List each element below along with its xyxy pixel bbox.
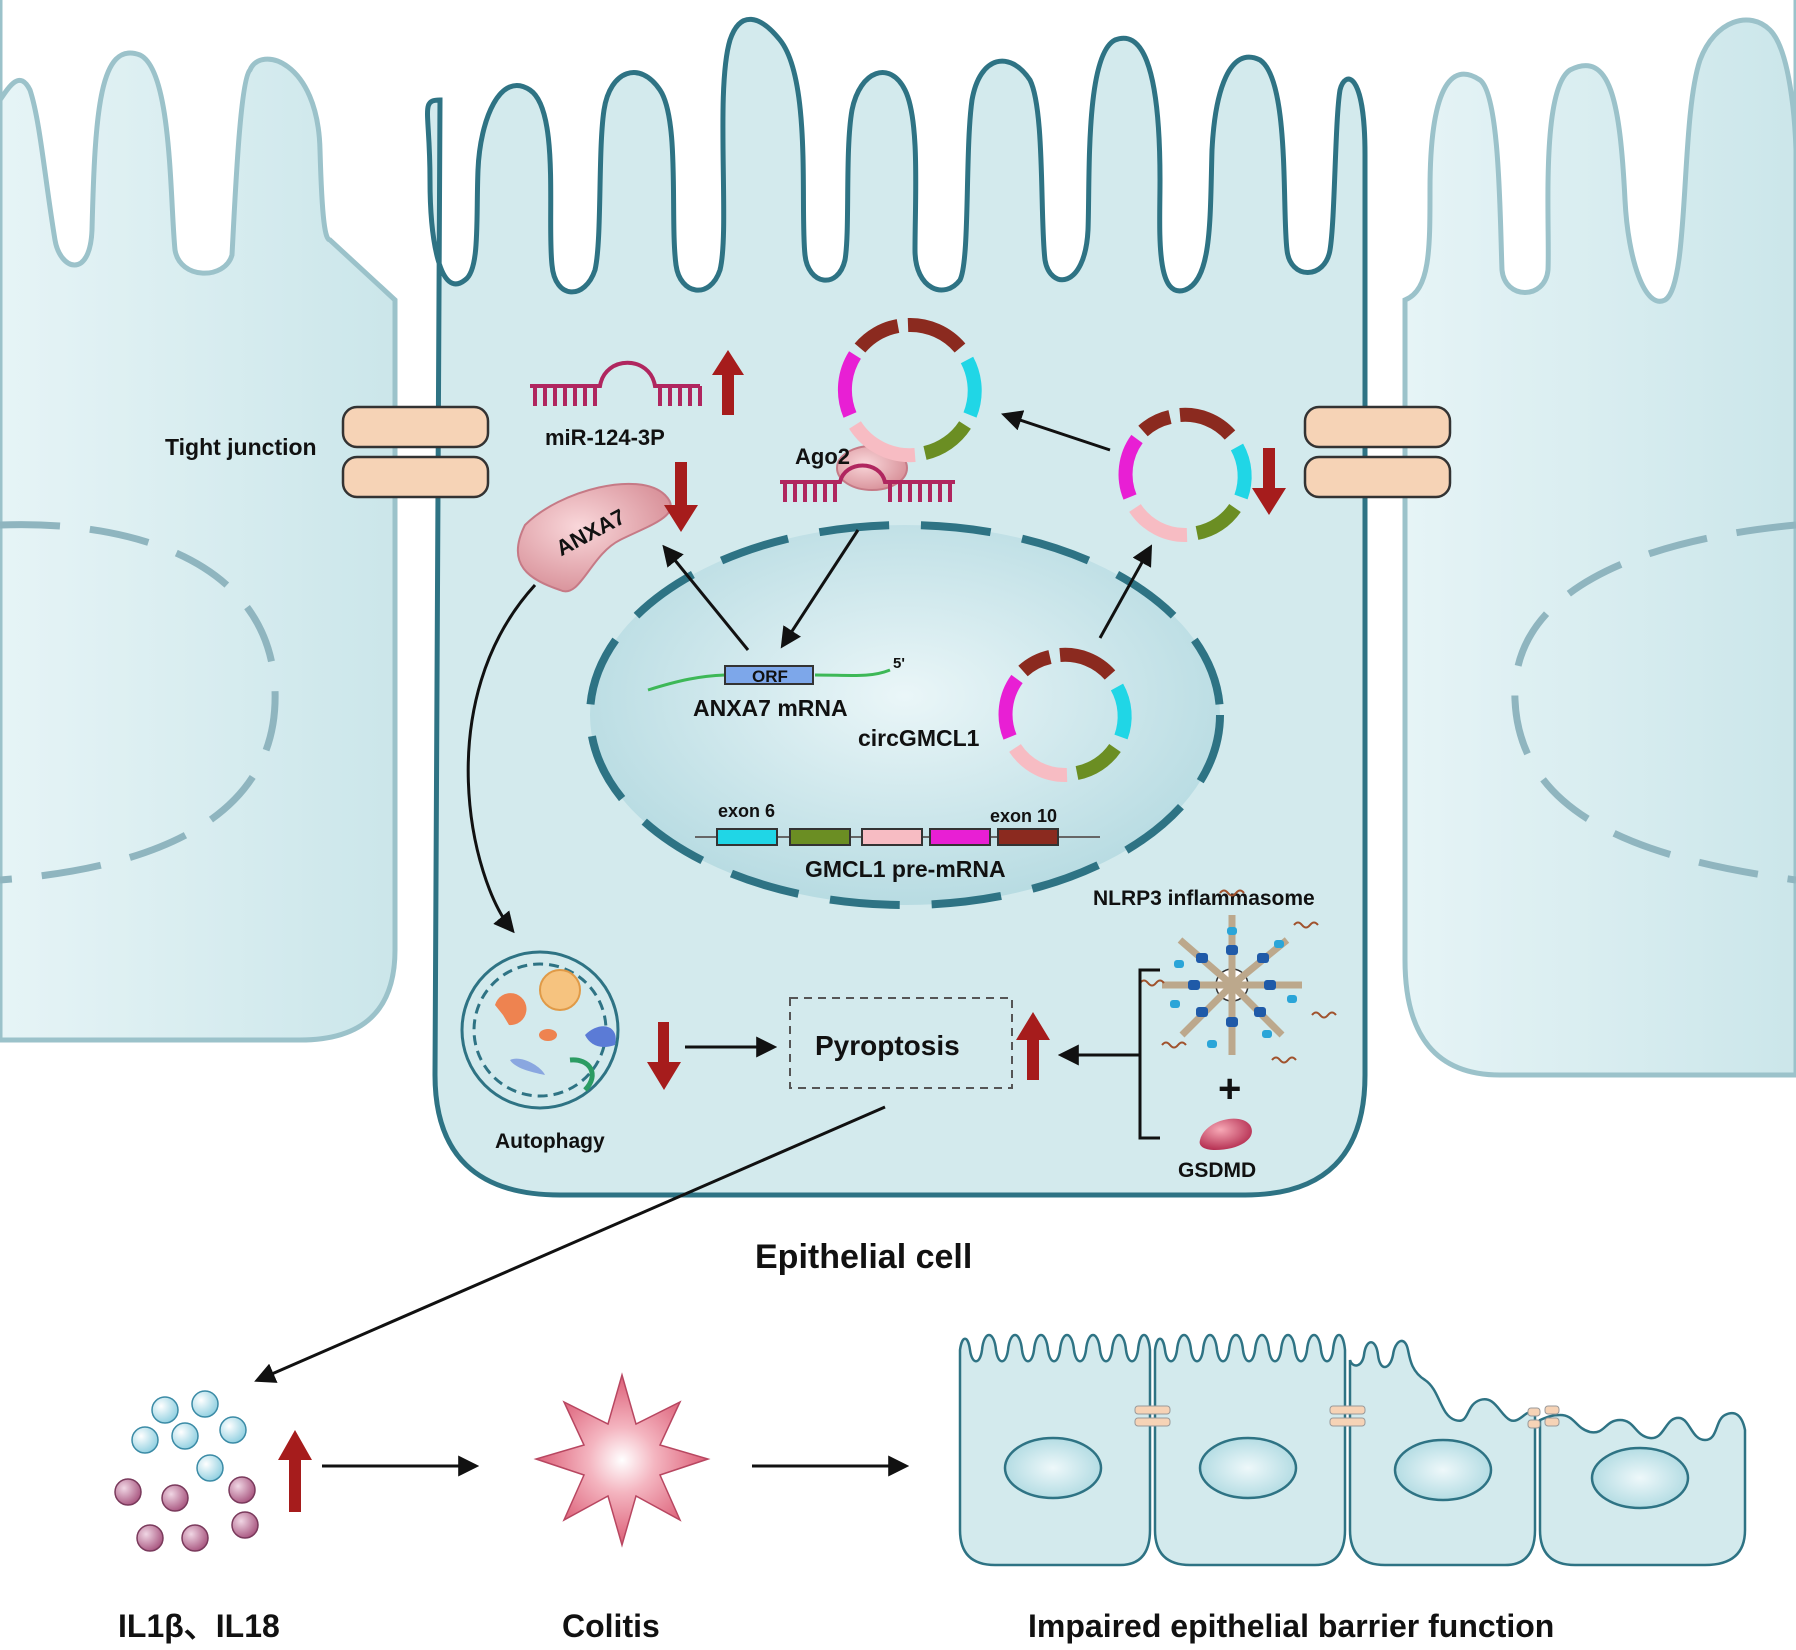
circ-rna-nucleus-icon bbox=[998, 647, 1132, 783]
pre-mrna-icon bbox=[695, 828, 1100, 846]
anxa7-down-arrow-icon bbox=[664, 462, 698, 532]
circ-rna-right-icon bbox=[1118, 407, 1252, 543]
bound-mirna-icon bbox=[780, 463, 955, 502]
circgmcl1-label: circGMCL1 bbox=[858, 725, 980, 751]
nlrp3-label: NLRP3 inflammasome bbox=[1093, 887, 1315, 910]
circ-down-arrow-icon bbox=[1252, 448, 1286, 515]
plus-sign: + bbox=[1218, 1067, 1241, 1111]
tight-junction-label: Tight junction bbox=[165, 434, 317, 460]
tight-junction-left bbox=[341, 405, 490, 499]
nlrp3-complex-icon bbox=[1139, 889, 1337, 1064]
tight-junction-right bbox=[1303, 405, 1452, 499]
nlrp3-bracket bbox=[1098, 968, 1160, 1140]
mirna-hairpin-icon bbox=[530, 360, 702, 406]
circ-rna-top-icon bbox=[837, 317, 982, 463]
epithelial-cell-label: Epithelial cell bbox=[755, 1238, 972, 1276]
impaired-barrier-junctions bbox=[1134, 1405, 1560, 1429]
mir-up-arrow-icon bbox=[712, 350, 744, 415]
mir-label: miR-124-3P bbox=[545, 425, 665, 450]
impaired-barrier-nuclei bbox=[1003, 1436, 1690, 1510]
ago2-label: Ago2 bbox=[795, 444, 850, 469]
autophagy-label: Autophagy bbox=[495, 1130, 605, 1153]
left-neighbor-cell bbox=[0, 0, 398, 1043]
exon10-label: exon 10 bbox=[990, 806, 1057, 826]
anxa7-mrna-label: ANXA7 mRNA bbox=[693, 695, 848, 721]
impaired-barrier-label: Impaired epithelial barrier function bbox=[1028, 1608, 1554, 1644]
cytokine-up-arrow-icon bbox=[278, 1430, 312, 1512]
pathway-arrows bbox=[254, 410, 1153, 1477]
pyroptosis-label: Pyroptosis bbox=[815, 1030, 960, 1061]
autophagosome-icon bbox=[460, 950, 620, 1110]
autophagy-down-arrow-icon bbox=[647, 1022, 681, 1090]
gsdmd-protein-icon bbox=[1199, 1118, 1252, 1150]
orf-label: ORF bbox=[752, 667, 788, 686]
orf-box bbox=[724, 665, 814, 685]
pre-mrna-label: GMCL1 pre-mRNA bbox=[805, 856, 1006, 882]
gsdmd-label: GSDMD bbox=[1178, 1159, 1256, 1182]
pyroptosis-box bbox=[789, 997, 1013, 1089]
colitis-star-icon bbox=[533, 1372, 711, 1548]
exon6-label: exon 6 bbox=[718, 801, 775, 821]
cytokine-spheres-icon bbox=[114, 1390, 259, 1552]
right-neighbor-cell bbox=[1402, 0, 1796, 1078]
pyroptosis-up-arrow-icon bbox=[1016, 1012, 1050, 1080]
cytokines-label: IL1β、IL18 bbox=[118, 1608, 280, 1644]
nucleus bbox=[586, 521, 1224, 909]
anxa7-mrna-icon: ORF 5' bbox=[647, 655, 905, 692]
colitis-label: Colitis bbox=[562, 1608, 660, 1644]
five-prime-label: 5' bbox=[893, 655, 905, 672]
